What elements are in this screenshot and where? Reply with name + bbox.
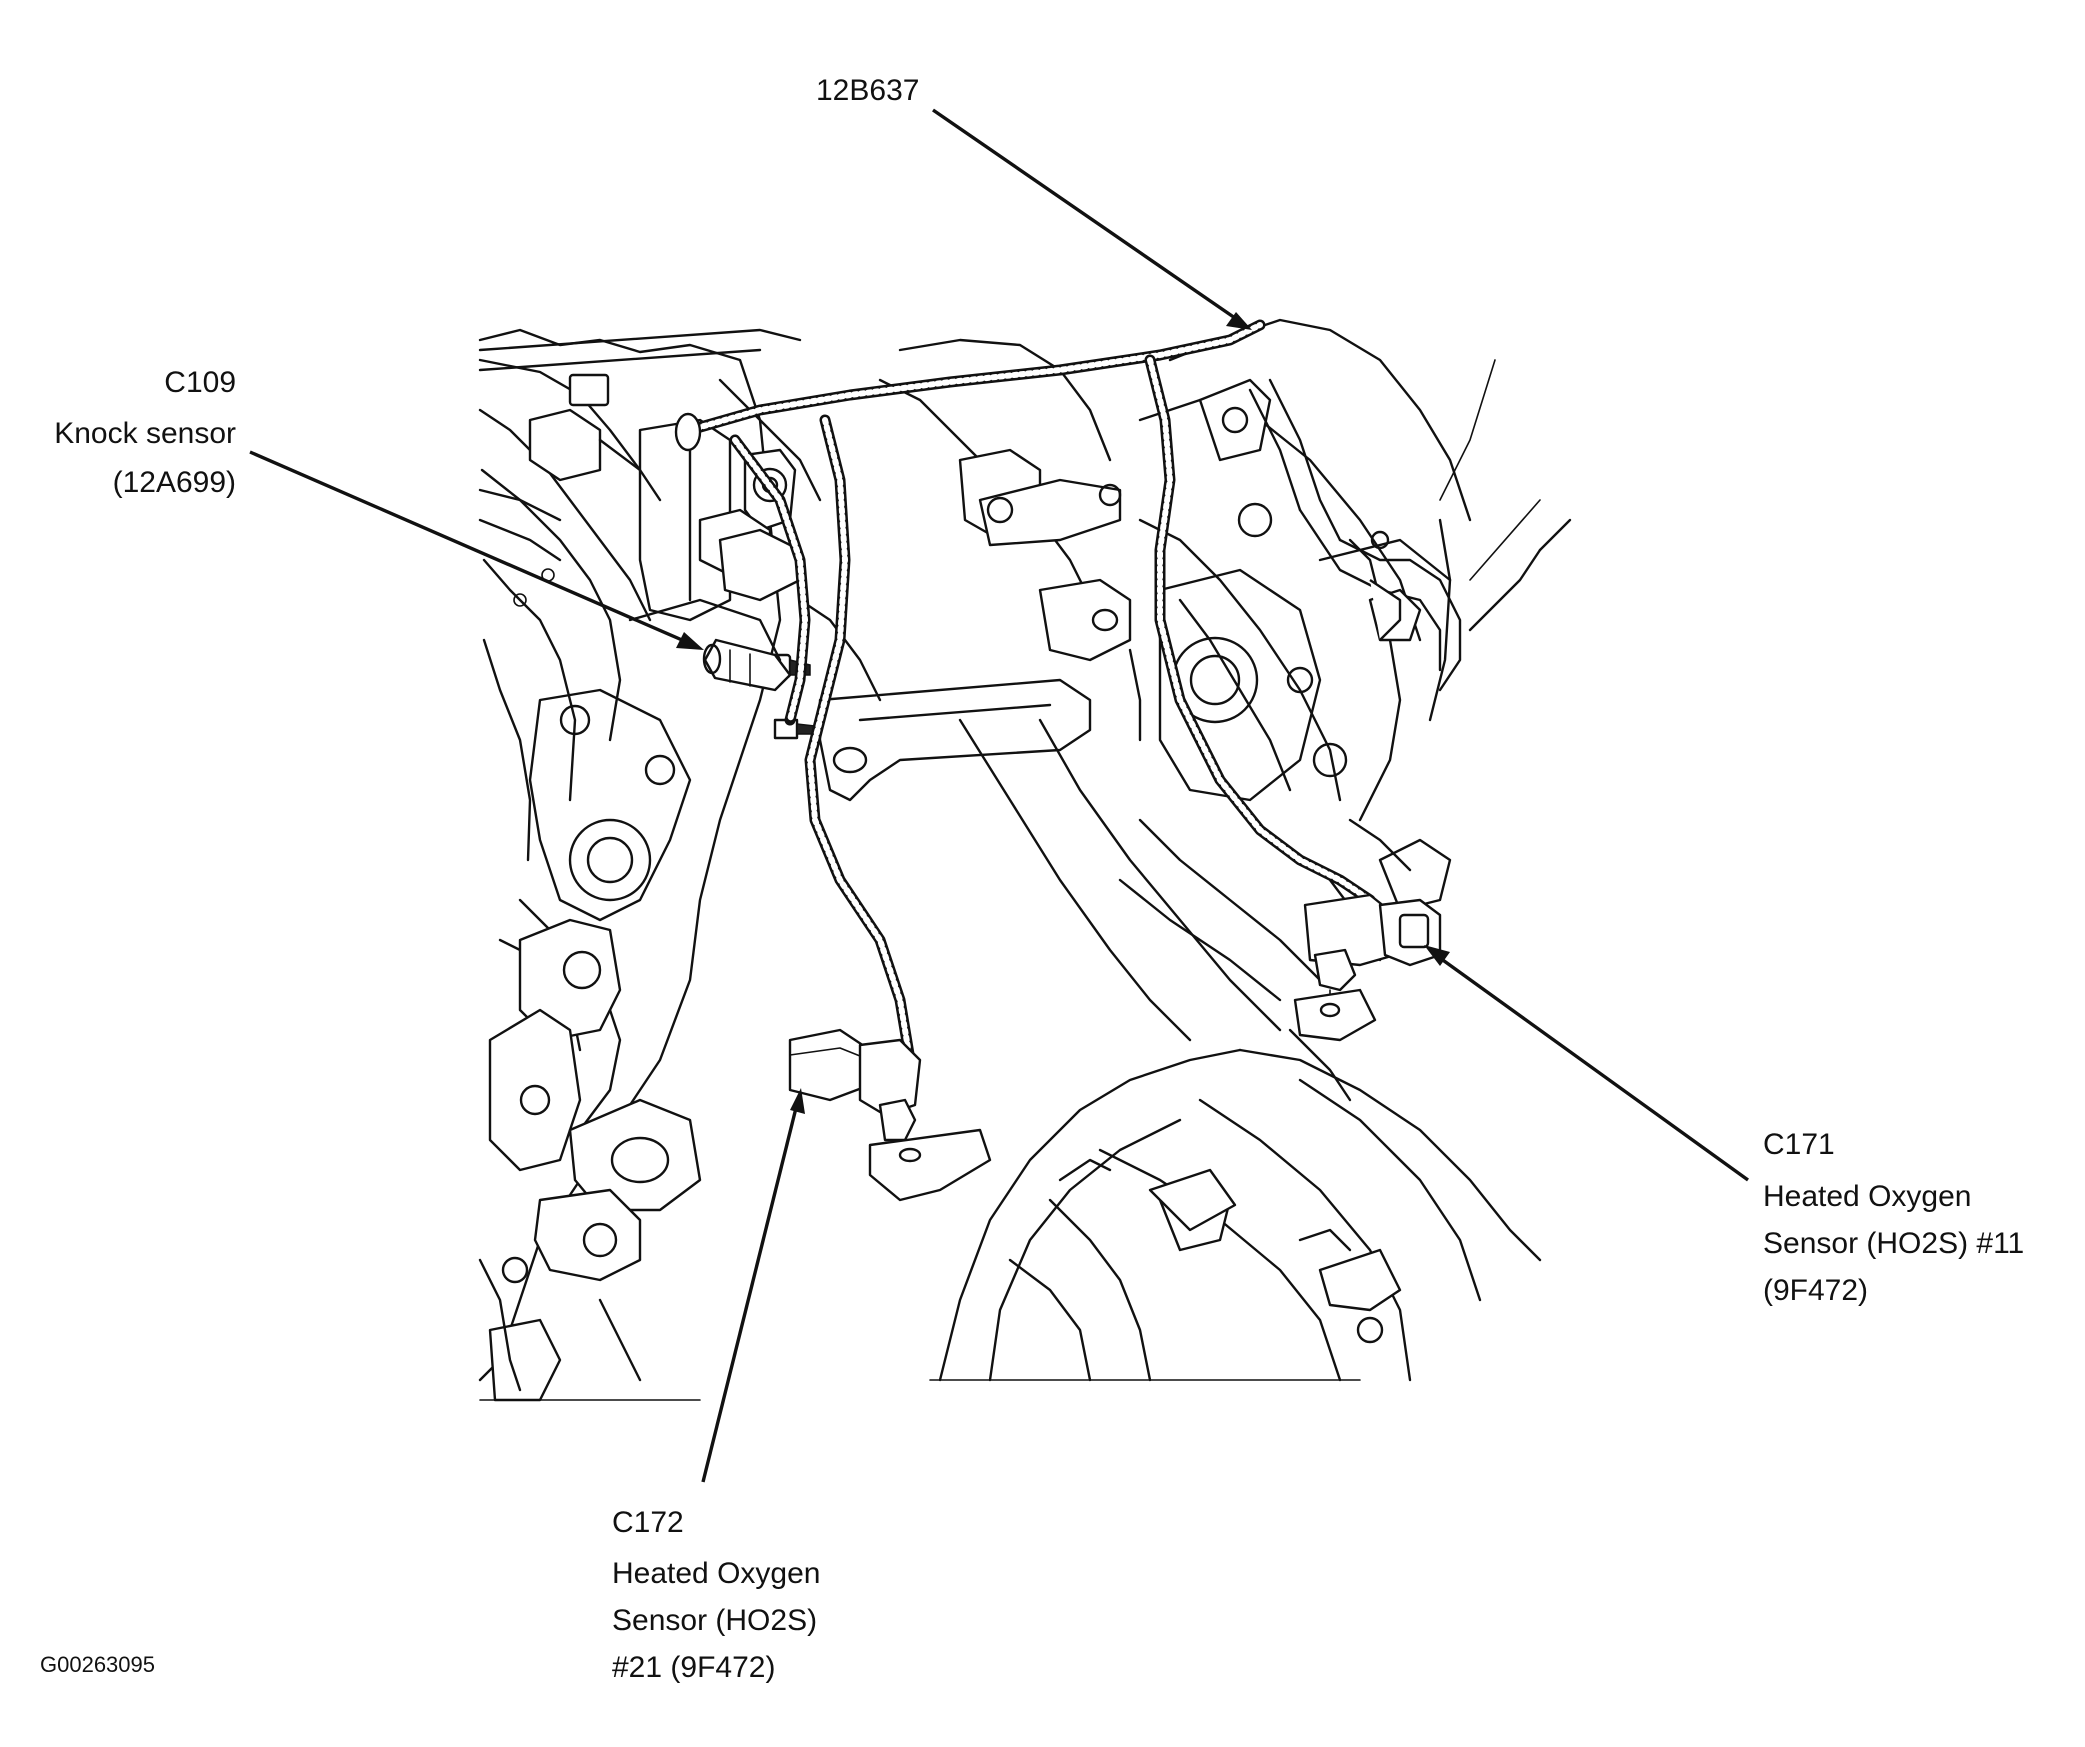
callout-c171: C171 Heated Oxygen Sensor (HO2S) #11 (9F… [1763, 1128, 2024, 1307]
center-crossmember [798, 338, 1142, 802]
right-tubes [1118, 359, 1572, 1002]
leader-12b637 [932, 108, 1252, 330]
knock-sensor-code: C109 [164, 366, 236, 399]
knock-sensor-name: Knock sensor [54, 417, 236, 450]
harness-12b637 [674, 319, 1376, 1066]
knock-sensor-part: (12A699) [113, 466, 236, 499]
ho2s-11-code: C171 [1763, 1128, 1835, 1161]
engine-illustration [478, 318, 1572, 1402]
leader-c171 [1424, 945, 1749, 1182]
right-cylinder-head [1138, 318, 1472, 912]
ho2s-11-part: (9F472) [1763, 1274, 1868, 1307]
leader-c172 [701, 1088, 805, 1483]
figure-id: G00263095 [40, 1652, 155, 1677]
left-cylinder-head [478, 328, 782, 1402]
ho2s-11-name-line2: Sensor (HO2S) #11 [1763, 1227, 2024, 1260]
knock-sensor-connector [702, 638, 792, 692]
leader-c109 [249, 450, 704, 650]
callout-c172: C172 Heated Oxygen Sensor (HO2S) #21 (9F… [612, 1506, 820, 1684]
leader-lines [249, 108, 1749, 1483]
ho2s-11-connector [1293, 893, 1442, 1042]
callout-c109: C109 Knock sensor (12A699) [54, 366, 236, 499]
ho2s-21-name-line3: #21 (9F472) [612, 1651, 775, 1684]
harness-code: 12B637 [816, 74, 919, 107]
ho2s-21-code: C172 [612, 1506, 684, 1539]
ho2s-11-name-line1: Heated Oxygen [1763, 1180, 1971, 1213]
transmission-bellhousing [929, 718, 1542, 1382]
ho2s-21-name-line1: Heated Oxygen [612, 1557, 820, 1590]
ho2s-21-name-line2: Sensor (HO2S) [612, 1604, 817, 1637]
callout-12b637: 12B637 [816, 74, 919, 107]
ho2s-21-connector [788, 1028, 992, 1202]
